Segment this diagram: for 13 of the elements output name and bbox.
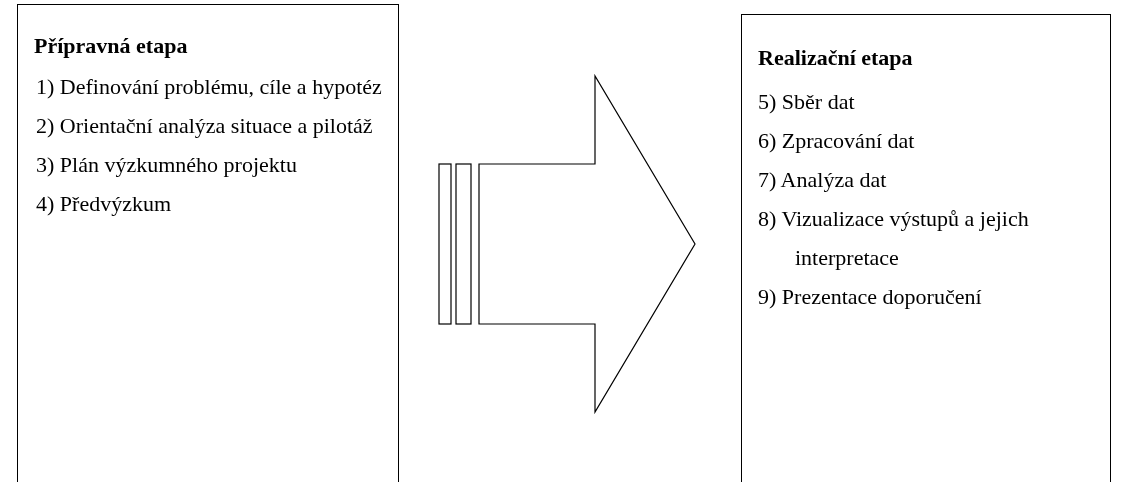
stage-heading: Přípravná etapa [34, 33, 188, 59]
step-item: 8) Vizualizace výstupů a jejich interpretace [758, 205, 1030, 272]
stage-box [741, 14, 1111, 482]
step-item: 1) Definování problému, cíle a hypotéz [36, 73, 383, 101]
step-item: 9) Prezentace doporučení [758, 283, 983, 311]
step-item: 2) Orientační analýza situace a pilotáž [36, 112, 374, 140]
step-item: 7) Analýza dat [758, 166, 888, 194]
stage-heading: Realizační etapa [758, 45, 913, 71]
step-item: 6) Zpracování dat [758, 127, 916, 155]
step-item: 4) Předvýzkum [36, 190, 173, 218]
step-item: 5) Sběr dat [758, 88, 856, 116]
step-item: 3) Plán výzkumného projektu [36, 151, 298, 179]
stage-box [17, 4, 399, 482]
